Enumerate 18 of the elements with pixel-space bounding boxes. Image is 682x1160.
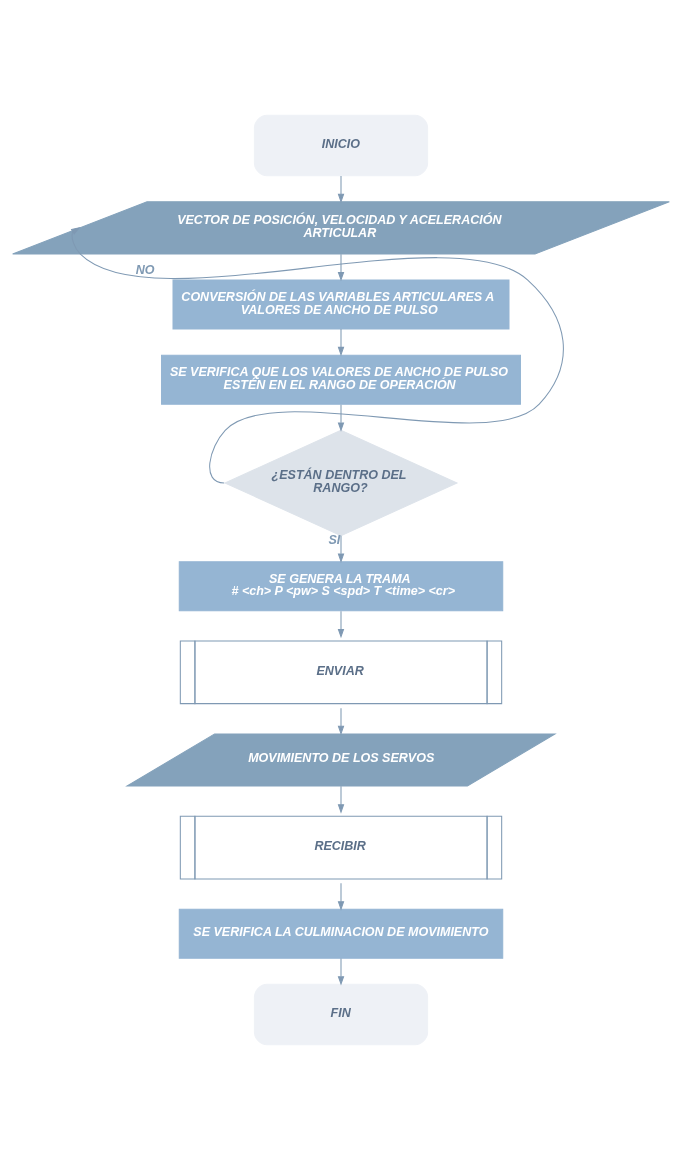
node-box: FIN [253,983,429,1046]
arrow [337,535,345,563]
node-box: SE VERIFICA QUE LOS VALORES DE ANCHO DE PULSO ESTÉN EN EL RANGO DE OPERACIÓN [161,354,521,405]
arrow [70,227,564,484]
arrow [337,328,345,357]
edge-label: NO [135,262,155,277]
node-box: SE VERIFICA LA CULMINACION DE MOVIMIENTO [178,908,504,959]
arrow [337,253,345,282]
arrow [337,957,345,986]
node-box: CONVERSIÓN DE LAS VARIABLES ARTICULARES A VALORES DE ANCHO DE PULSO [172,279,510,330]
arrow [337,175,345,204]
arrow [337,785,345,814]
arrow [337,404,345,432]
arrow [337,707,345,736]
arrow [337,610,345,639]
arrow [337,882,345,911]
node-box: INICIO [253,114,429,177]
node-box: SE GENERA LA TRAMA # <ch> P <pw> S <spd> T <time> <cr> [178,561,504,612]
